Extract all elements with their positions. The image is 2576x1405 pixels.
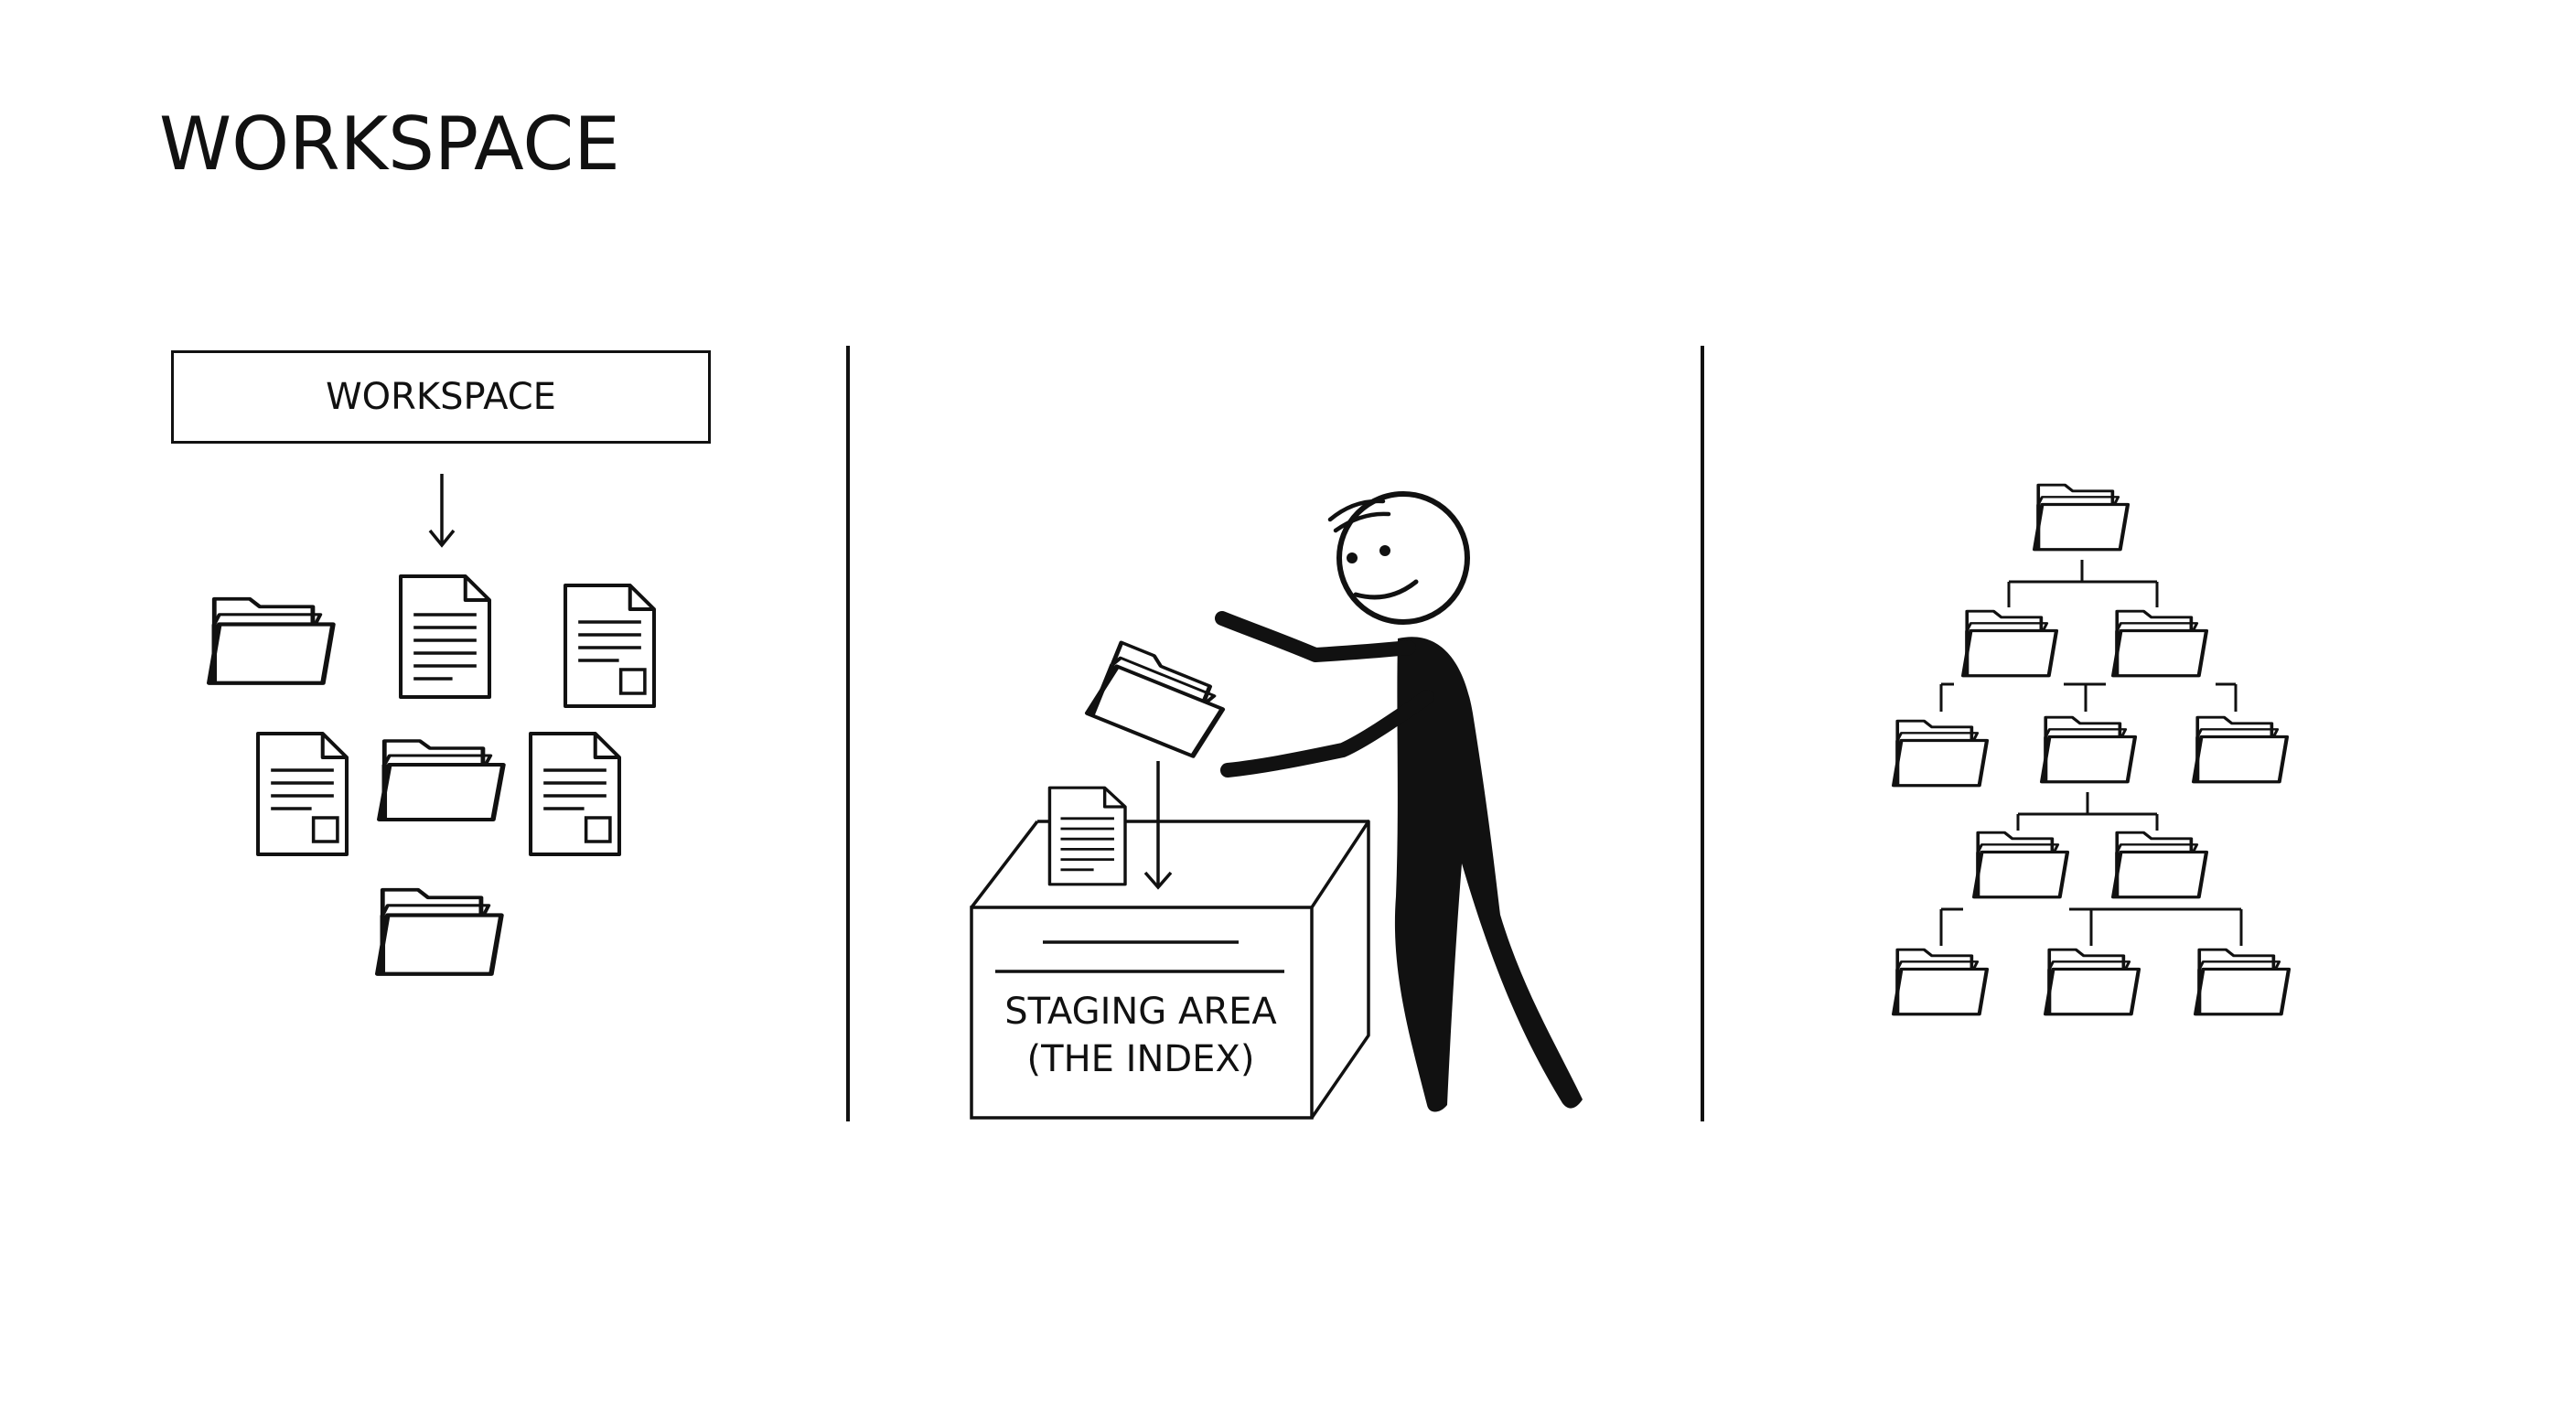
folder-icon bbox=[209, 599, 333, 683]
folder-icon bbox=[1894, 949, 1987, 1014]
workspace-files bbox=[209, 576, 654, 974]
document-icon bbox=[565, 585, 654, 706]
staging-label-line2: (THE INDEX) bbox=[1026, 1038, 1255, 1080]
folder-icon bbox=[1088, 640, 1232, 759]
workspace-box: WORKSPACE bbox=[171, 350, 711, 444]
folder-icon bbox=[378, 890, 501, 974]
workspace-box-label: WORKSPACE bbox=[326, 376, 556, 418]
folder-icon bbox=[1894, 721, 1987, 786]
stage-arrow bbox=[1136, 761, 1182, 890]
folder-icon bbox=[2034, 485, 2128, 550]
workspace-arrow bbox=[428, 474, 456, 548]
page-title: WORKSPACE bbox=[159, 102, 620, 187]
document-icon bbox=[401, 576, 489, 697]
folder-icon bbox=[1963, 611, 2056, 676]
document-icon bbox=[1047, 786, 1127, 886]
staging-label-line1: STAGING AREA bbox=[1004, 991, 1277, 1033]
folder-icon bbox=[2194, 717, 2287, 782]
staging-box bbox=[970, 820, 1370, 1120]
staging-area-label: STAGING AREA (THE INDEX) bbox=[971, 988, 1310, 1083]
folder-icon bbox=[2045, 949, 2139, 1014]
folder-icon bbox=[2113, 611, 2206, 676]
folder-icon bbox=[2195, 949, 2289, 1014]
document-icon bbox=[531, 734, 619, 854]
folder-icon bbox=[1974, 832, 2067, 897]
repository-tree bbox=[1894, 485, 2289, 1014]
folder-icon bbox=[2113, 832, 2206, 897]
stick-figure bbox=[1215, 491, 1583, 1112]
folder-icon bbox=[380, 741, 503, 820]
folder-icon bbox=[2042, 717, 2135, 782]
document-icon bbox=[258, 734, 347, 854]
